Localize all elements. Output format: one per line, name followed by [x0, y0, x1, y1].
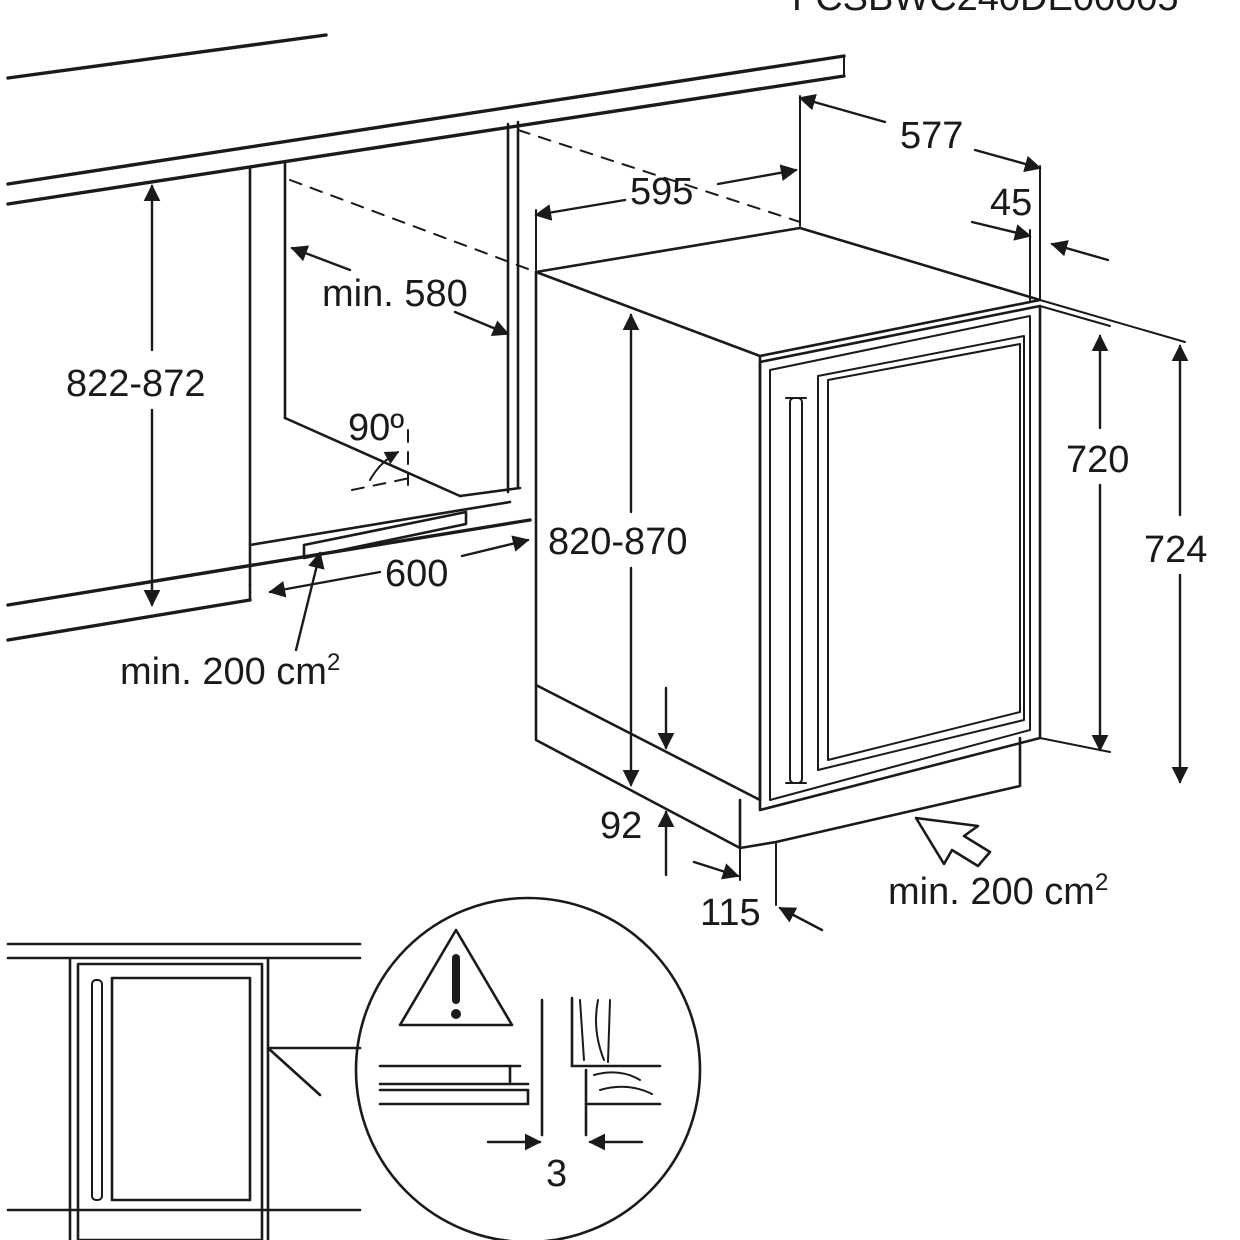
dim-plinth-height: 92	[600, 805, 642, 847]
dim-vent-top: min. 200 cm2	[120, 649, 340, 693]
dim-depth-top: 577	[900, 115, 963, 157]
dim-door-gap: 45	[990, 182, 1032, 224]
model-code: FCSBWC240DE00005	[792, 0, 1179, 19]
dim-niche-width: 600	[385, 553, 448, 595]
dim-height-720: 720	[1066, 439, 1129, 481]
dim-appliance-height: 820-870	[548, 521, 687, 563]
appliance	[534, 226, 1042, 906]
dim-vent-bottom: min. 200 cm2	[888, 869, 1108, 913]
dim-plinth-depth: 115	[700, 892, 761, 934]
worktop	[6, 33, 846, 206]
airflow-arrow-icon	[914, 816, 992, 868]
warning-triangle-icon	[398, 928, 514, 1027]
dim-height-724: 724	[1144, 529, 1207, 571]
dim-detail-gap: 3	[546, 1153, 567, 1195]
detail-circle	[354, 896, 702, 1240]
dim-angle: 90º	[348, 407, 404, 449]
front-view	[6, 942, 362, 1240]
niche-outline	[6, 120, 801, 642]
dim-width: 595	[630, 171, 693, 213]
dim-niche-height: 822-872	[66, 363, 205, 405]
dimension-lines	[143, 94, 1189, 932]
dim-niche-depth: min. 580	[322, 273, 468, 315]
